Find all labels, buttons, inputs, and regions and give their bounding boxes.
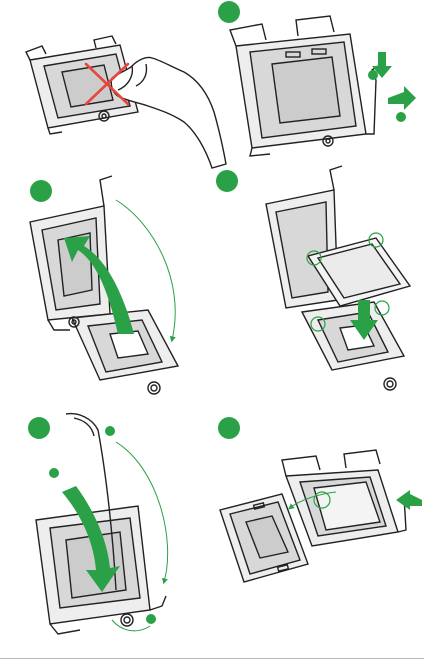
step-marker <box>146 614 156 624</box>
release-arrow-icon <box>388 86 416 110</box>
step-marker <box>30 180 52 202</box>
slide-arrow-icon <box>396 490 422 510</box>
step-5-panel <box>28 414 168 634</box>
socket-frame <box>36 414 166 634</box>
step-3-panel <box>30 176 178 394</box>
step-marker <box>105 426 115 436</box>
step-marker <box>368 70 378 80</box>
socket-frame <box>230 16 378 156</box>
pnp-cap <box>220 494 308 582</box>
step-1-panel <box>26 36 226 168</box>
step-marker <box>49 468 59 478</box>
rotate-arrow-icon <box>112 620 150 631</box>
step-marker <box>218 417 240 439</box>
step-marker <box>216 170 238 192</box>
step-marker <box>28 417 50 439</box>
step-marker <box>218 1 240 23</box>
footer-divider <box>0 658 424 659</box>
step-4-panel <box>216 166 410 390</box>
step-6-panel <box>218 417 422 582</box>
step-marker <box>396 112 406 122</box>
step-2-panel <box>218 1 416 156</box>
